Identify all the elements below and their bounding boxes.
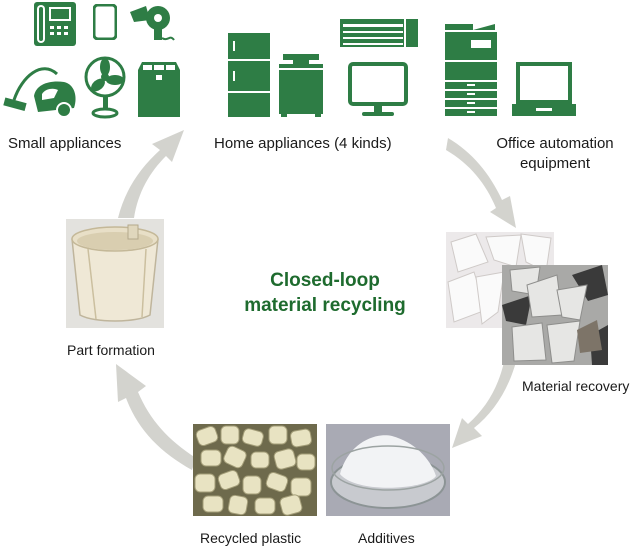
arrow-to-home-appliances (118, 130, 184, 218)
label-additives: Additives (358, 530, 415, 546)
label-small-appliances: Small appliances (8, 135, 122, 152)
mixed-plastic-flakes-image (502, 265, 608, 365)
label-office-equipment: Office automation equipment (480, 134, 630, 174)
part-formation-image (66, 219, 164, 328)
copier-icon (445, 24, 497, 116)
office-equipment-icons (440, 0, 640, 125)
hair-dryer-icon (130, 6, 175, 41)
label-office-equipment-line2: equipment (519, 155, 591, 172)
label-recycled-plastic: Recycled plastic (200, 530, 302, 546)
label-home-appliances: Home appliances (4 kinds) (214, 135, 392, 152)
small-appliances-icons (0, 0, 200, 125)
title-line1: Closed-loop (270, 270, 380, 291)
label-part-formation: Part formation (67, 342, 155, 358)
television-icon (348, 62, 408, 116)
home-appliances-icons (220, 0, 420, 125)
label-material-recovery: Material recovery (522, 378, 630, 394)
diagram-title: Closed-loop material recycling (220, 268, 430, 318)
recycled-plastic-image (193, 424, 317, 516)
electric-fan-icon (84, 56, 126, 119)
arrow-to-material-recovery (446, 138, 516, 228)
label-office-equipment-line1: Office automation (496, 135, 614, 152)
tablet-icon (93, 4, 117, 40)
washing-machine-icon (279, 54, 323, 117)
title-line2: material recycling (244, 295, 406, 316)
vacuum-cleaner-icon (3, 67, 76, 118)
arrow-to-additives (452, 362, 516, 448)
arrow-to-part-formation (116, 364, 196, 470)
air-conditioner-icon (340, 19, 418, 47)
refrigerator-icon (228, 33, 270, 117)
additives-image (326, 424, 450, 516)
laptop-icon (512, 62, 576, 116)
telephone-icon (34, 2, 76, 46)
box-icon (138, 62, 180, 117)
